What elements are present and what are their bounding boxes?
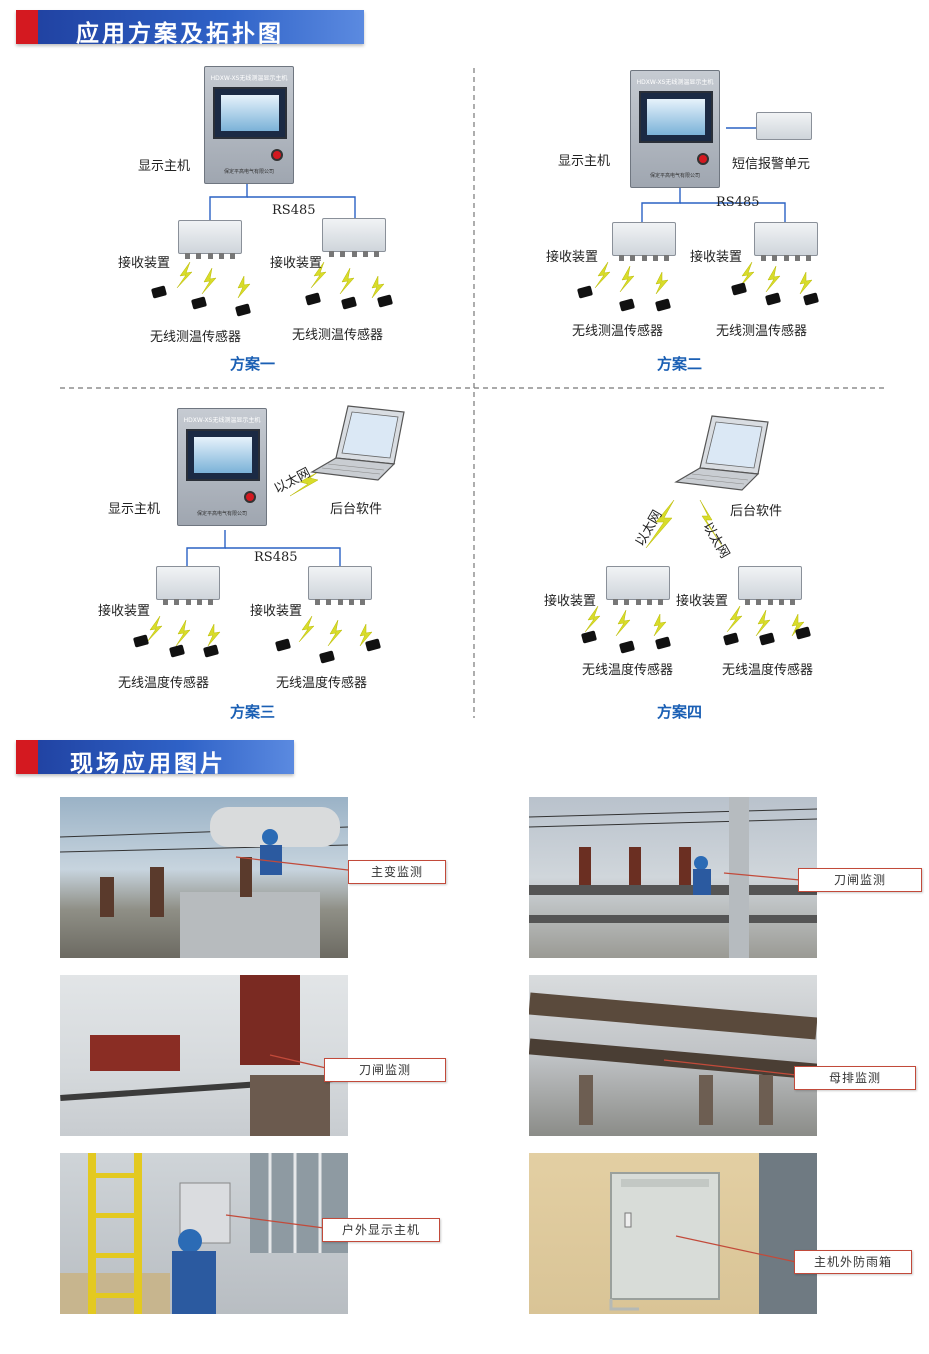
display-host-device: HDXW-XS无线测温显示主机 保定平高电气有限公司 bbox=[177, 408, 267, 526]
receiver-device bbox=[156, 566, 220, 605]
host-brand: HDXW-XS无线测温显示主机 bbox=[636, 79, 714, 86]
host-company: 保定平高电气有限公司 bbox=[649, 173, 700, 179]
label-display-host: 显示主机 bbox=[138, 159, 191, 174]
section-title: 现场应用图片 bbox=[70, 751, 226, 777]
label-receiver: 接收装置 bbox=[250, 604, 303, 619]
photo-rain-box bbox=[529, 1153, 817, 1314]
scheme-label-1: 方案一 bbox=[230, 355, 276, 373]
receiver-device bbox=[322, 218, 386, 257]
host-red-button bbox=[244, 491, 256, 503]
callout-rain-box: 主机外防雨箱 bbox=[794, 1250, 912, 1274]
label-receiver: 接收装置 bbox=[270, 256, 323, 271]
header-red-accent bbox=[16, 740, 38, 774]
host-screen bbox=[186, 429, 260, 481]
host-red-button bbox=[271, 149, 283, 161]
host-company: 保定平高电气有限公司 bbox=[196, 511, 247, 517]
label-sensor: 无线测温传感器 bbox=[150, 330, 242, 345]
label-receiver: 接收装置 bbox=[118, 256, 171, 271]
label-backend: 后台软件 bbox=[730, 504, 783, 519]
receiver-device bbox=[606, 566, 670, 605]
display-host-device: HDXW-XS无线测温显示主机 保定平高电气有限公司 bbox=[630, 70, 720, 188]
callout-busbar: 母排监测 bbox=[794, 1066, 916, 1090]
label-sensor: 无线温度传感器 bbox=[118, 676, 210, 691]
label-sensor: 无线测温传感器 bbox=[716, 324, 808, 339]
photo-scene bbox=[529, 797, 817, 958]
label-display-host: 显示主机 bbox=[108, 502, 161, 517]
header-red-accent bbox=[16, 10, 38, 44]
section-header-topology: 应用方案及拓扑图 bbox=[16, 10, 364, 47]
receiver-device bbox=[754, 222, 818, 261]
quadrant-dividers bbox=[60, 68, 888, 718]
host-brand: HDXW-XS无线测温显示主机 bbox=[210, 75, 288, 82]
callout-knife-switch-2: 刀闸监测 bbox=[324, 1058, 446, 1082]
label-sensor: 无线温度传感器 bbox=[582, 663, 674, 678]
section-title: 应用方案及拓扑图 bbox=[76, 21, 284, 47]
label-sensor: 无线温度传感器 bbox=[276, 676, 368, 691]
host-red-button bbox=[697, 153, 709, 165]
label-sms-alarm: 短信报警单元 bbox=[732, 157, 811, 172]
wireless-bolts bbox=[146, 261, 813, 647]
photo-outdoor-display-host bbox=[60, 1153, 348, 1314]
display-host-device: HDXW-XS无线测温显示主机 保定平高电气有限公司 bbox=[204, 66, 294, 184]
receiver-device bbox=[308, 566, 372, 605]
photo-scene bbox=[60, 975, 348, 1136]
receiver-device bbox=[178, 220, 242, 259]
label-rs485: RS485 bbox=[272, 203, 316, 218]
photo-scene bbox=[60, 807, 348, 958]
label-sensor: 无线测温传感器 bbox=[292, 328, 384, 343]
receiver-device bbox=[612, 222, 676, 261]
label-receiver: 接收装置 bbox=[98, 604, 151, 619]
label-rs485: RS485 bbox=[716, 195, 760, 210]
photo-scene bbox=[609, 1153, 817, 1314]
host-screen bbox=[213, 87, 287, 139]
label-receiver: 接收装置 bbox=[546, 250, 599, 265]
laptop-icon bbox=[310, 405, 405, 481]
host-screen bbox=[639, 91, 713, 143]
scheme-label-3: 方案三 bbox=[230, 703, 276, 721]
callout-knife-switch-1: 刀闸监测 bbox=[798, 868, 922, 892]
label-receiver: 接收装置 bbox=[544, 594, 597, 609]
host-brand: HDXW-XS无线测温显示主机 bbox=[183, 417, 261, 424]
photo-knife-switch-2 bbox=[60, 975, 348, 1136]
callout-main-transformer: 主变监测 bbox=[348, 860, 446, 884]
section-header-site-photos: 现场应用图片 bbox=[16, 740, 294, 777]
label-backend: 后台软件 bbox=[330, 502, 383, 517]
label-receiver: 接收装置 bbox=[690, 250, 743, 265]
scheme-label-2: 方案二 bbox=[657, 355, 703, 373]
photo-busbar bbox=[529, 975, 817, 1136]
sms-alarm-device bbox=[756, 112, 812, 140]
label-sensor: 无线测温传感器 bbox=[572, 324, 664, 339]
label-display-host: 显示主机 bbox=[558, 154, 611, 169]
scheme-label-4: 方案四 bbox=[657, 703, 703, 721]
host-company: 保定平高电气有限公司 bbox=[223, 169, 274, 175]
callout-outdoor-display-host: 户外显示主机 bbox=[322, 1218, 440, 1242]
label-rs485: RS485 bbox=[254, 550, 298, 565]
label-sensor: 无线温度传感器 bbox=[722, 663, 814, 678]
label-receiver: 接收装置 bbox=[676, 594, 729, 609]
receiver-device bbox=[738, 566, 802, 605]
laptop-icon bbox=[674, 415, 769, 491]
photo-main-transformer bbox=[60, 797, 348, 958]
